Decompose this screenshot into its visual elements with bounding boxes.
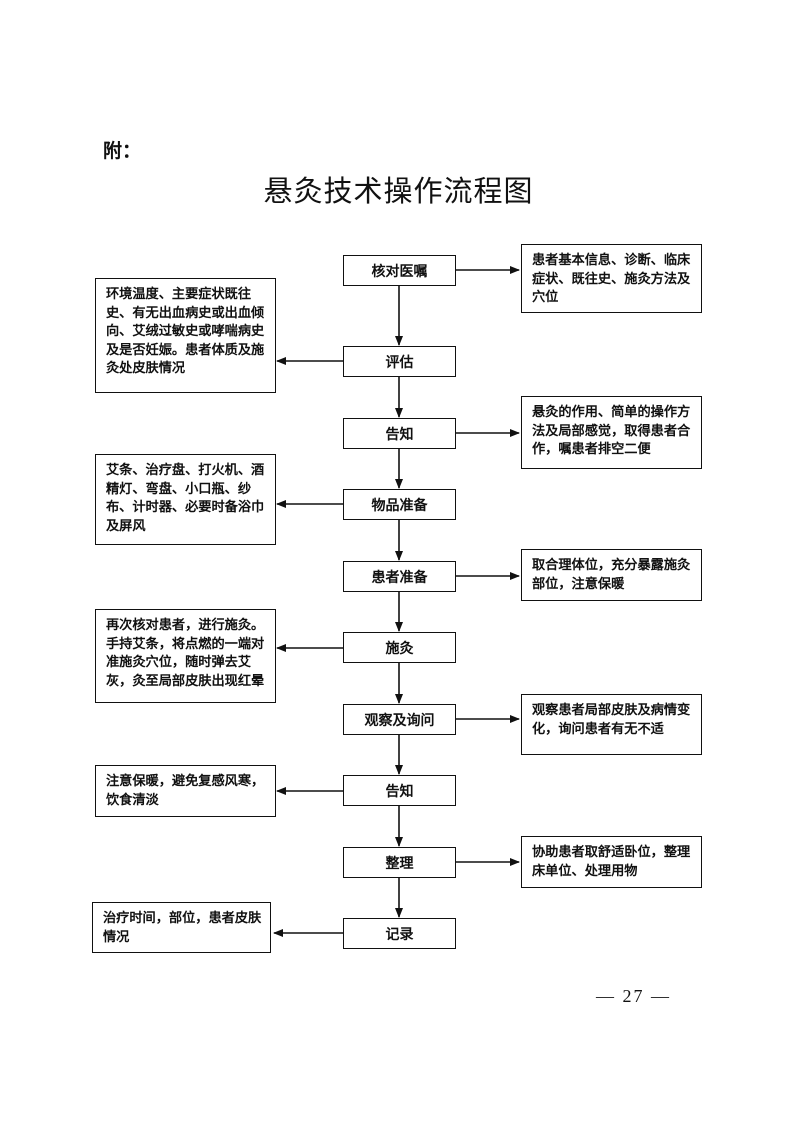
note-tidy-up: 协助患者取舒适卧位，整理床单位、处理用物 [521, 836, 702, 888]
note-record: 治疗时间，部位，患者皮肤情况 [92, 902, 271, 953]
note-moxibustion: 再次核对患者，进行施灸。手持艾条，将点燃的一端对准施灸穴位，随时弹去艾灰，灸至局… [95, 609, 276, 703]
step-prepare-items: 物品准备 [343, 489, 456, 520]
appendix-label: 附： [103, 140, 142, 162]
step-prepare-patient: 患者准备 [343, 561, 456, 592]
step-inform: 告知 [343, 418, 456, 449]
step-observe-inquire: 观察及询问 [343, 704, 456, 735]
step-record: 记录 [343, 918, 456, 949]
note-inform-after: 注意保暖，避免复感风寒，饮食清淡 [95, 765, 276, 817]
step-verify-order: 核对医嘱 [343, 255, 456, 286]
note-inform: 悬灸的作用、简单的操作方法及局部感觉，取得患者合作，嘱患者排空二便 [521, 396, 702, 469]
note-prepare-items: 艾条、治疗盘、打火机、酒精灯、弯盘、小口瓶、纱布、计时器、必要时备浴巾及屏风 [95, 454, 276, 545]
note-verify-order: 患者基本信息、诊断、临床症状、既往史、施灸方法及穴位 [521, 244, 702, 313]
page-number: — 27 — [596, 986, 671, 1006]
page-title: 悬灸技术操作流程图 [263, 174, 534, 208]
step-moxibustion: 施灸 [343, 632, 456, 663]
step-assessment: 评估 [343, 346, 456, 377]
step-inform-after: 告知 [343, 775, 456, 806]
note-assessment: 环境温度、主要症状既往史、有无出血病史或出血倾向、艾绒过敏史或哮喘病史及是否妊娠… [95, 278, 276, 393]
step-tidy-up: 整理 [343, 847, 456, 878]
note-prepare-patient: 取合理体位，充分暴露施灸部位，注意保暖 [521, 549, 702, 601]
note-observe-inquire: 观察患者局部皮肤及病情变化，询问患者有无不适 [521, 694, 702, 755]
